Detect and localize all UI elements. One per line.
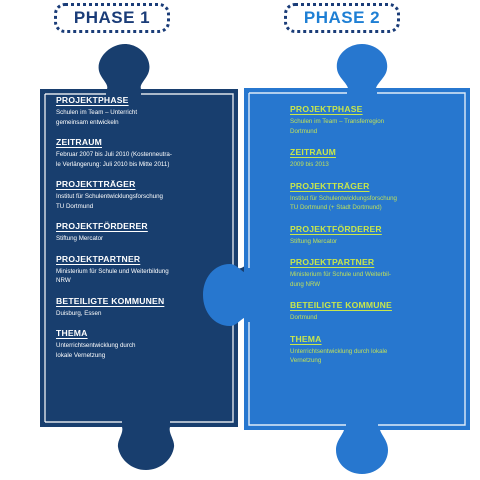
section-heading: PROJEKTFÖRDERER <box>56 221 148 231</box>
section-heading: BETEILIGTE KOMMUNEN <box>56 295 165 306</box>
section-text: Stiftung Mercator <box>290 237 338 245</box>
phase1-section-projektfoerderer: PROJEKTFÖRDERER Stiftung Mercator <box>56 221 224 244</box>
section-text: Februar 2007 bis Juli 2010 (Kostenneutra… <box>56 151 172 168</box>
section-text: Schulen im Team – Transferregion Dortmun… <box>290 118 385 135</box>
section-text: Unterrichtsentwicklung durch lokale Vern… <box>290 347 388 365</box>
phase2-badge: PHASE 2 <box>284 3 400 33</box>
section-text: Institut für Schulentwicklungsforschung … <box>290 194 397 212</box>
section-heading: PROJEKTTRÄGER <box>290 180 370 191</box>
phase1-badge: PHASE 1 <box>54 3 170 33</box>
phase1-section-projekttraeger: PROJEKTTRÄGER Institut für Schulentwickl… <box>56 179 224 211</box>
section-text: Unterrichtsentwicklung durch lokale Vern… <box>56 342 136 359</box>
section-text: Institut für Schulentwicklungsforschung … <box>56 193 163 210</box>
section-text: Stiftung Mercator <box>56 235 104 242</box>
phase2-section-projektpartner: PROJEKTPARTNER Ministerium für Schule un… <box>290 257 450 289</box>
phase1-content: PROJEKTPHASE Schulen im Team – Unterrich… <box>56 95 224 370</box>
section-heading: THEMA <box>290 333 322 344</box>
section-heading: PROJEKTTRÄGER <box>56 179 136 189</box>
section-heading: PROJEKTPHASE <box>290 104 363 114</box>
phase1-section-projektphase: PROJEKTPHASE Schulen im Team – Unterrich… <box>56 95 224 127</box>
phase2-section-projektfoerderer: PROJEKTFÖRDERER Stiftung Mercator <box>290 224 450 247</box>
section-text: Ministerium für Schule und Weiterbildung… <box>56 267 169 285</box>
section-text: Schulen im Team – Unterricht gemeinsam e… <box>56 109 138 126</box>
section-heading: PROJEKTPARTNER <box>56 253 141 264</box>
section-heading: THEMA <box>56 328 88 338</box>
phase1-section-zeitraum: ZEITRAUM Februar 2007 bis Juli 2010 (Kos… <box>56 137 224 169</box>
section-text: Dortmund <box>290 314 318 321</box>
phase2-section-projekttraeger: PROJEKTTRÄGER Institut für Schulentwickl… <box>290 181 450 213</box>
section-heading: PROJEKTFÖRDERER <box>290 223 382 234</box>
phase1-section-projektpartner: PROJEKTPARTNER Ministerium für Schule un… <box>56 254 224 286</box>
section-heading: PROJEKTPHASE <box>56 95 129 105</box>
phase1-puzzle-piece <box>40 44 283 470</box>
phase2-section-zeitraum: ZEITRAUM 2009 bis 2013 <box>290 147 450 170</box>
phase1-section-thema: THEMA Unterrichtsentwicklung durch lokal… <box>56 328 224 360</box>
section-text: Ministerium für Schule und Weiterbil- du… <box>290 271 391 288</box>
phase1-title: PHASE 1 <box>73 8 151 27</box>
phase2-content: PROJEKTPHASE Schulen im Team – Transferr… <box>290 104 450 377</box>
section-heading: BETEILIGTE KOMMUNE <box>290 300 392 310</box>
section-text: Duisburg, Essen <box>56 309 102 317</box>
phase2-title: PHASE 2 <box>303 8 381 27</box>
phase2-section-kommune: BETEILIGTE KOMMUNE Dortmund <box>290 300 450 323</box>
section-heading: ZEITRAUM <box>56 137 102 147</box>
section-text: 2009 bis 2013 <box>290 161 329 168</box>
phase2-section-projektphase: PROJEKTPHASE Schulen im Team – Transferr… <box>290 104 450 136</box>
phase1-section-kommunen: BETEILIGTE KOMMUNEN Duisburg, Essen <box>56 296 224 319</box>
phase2-section-thema: THEMA Unterrichtsentwicklung durch lokal… <box>290 334 450 366</box>
section-heading: PROJEKTPARTNER <box>290 257 375 267</box>
phase2-puzzle-piece <box>203 44 470 474</box>
section-heading: ZEITRAUM <box>290 147 336 157</box>
